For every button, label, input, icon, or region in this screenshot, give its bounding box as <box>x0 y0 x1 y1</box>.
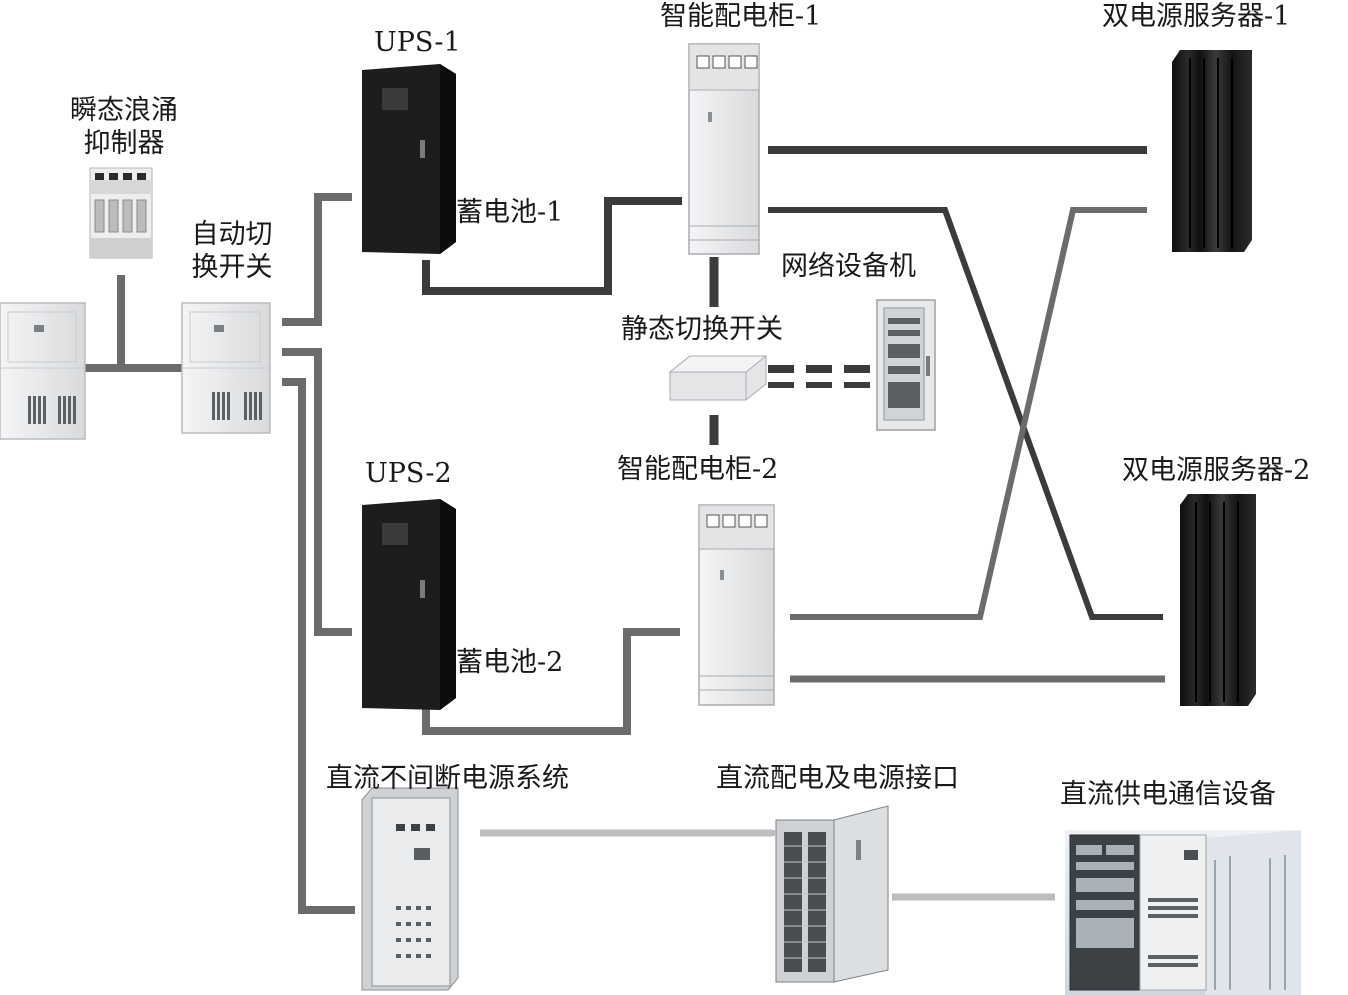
surge-suppressor-label-line2: 抑制器 <box>83 128 165 159</box>
server1-rack <box>1172 50 1252 252</box>
ups1-label: UPS-1 <box>374 27 461 58</box>
network-rack <box>876 299 936 431</box>
line-pdc1-server2 <box>768 207 1163 620</box>
dc-ups-label: 直流不间断电源系统 <box>326 763 569 794</box>
dc-ups-cabinet <box>361 787 459 991</box>
surge-suppressor <box>89 167 153 259</box>
connection-lines <box>85 146 1165 914</box>
dc-communication-equipment <box>1065 830 1301 995</box>
ats-cabinet <box>181 302 271 434</box>
line-ats-ups1 <box>282 193 352 326</box>
dc-dist-cable-stub <box>772 830 776 836</box>
line-pdc2-server1 <box>790 207 1147 620</box>
line-ats-ups2 <box>282 348 352 636</box>
ups1-cabinet <box>362 64 456 254</box>
dc-distribution-cabinet <box>775 805 889 983</box>
surge-suppressor-label-line1: 瞬态浪涌 <box>70 95 178 126</box>
ats-label: 自动切 换开关 <box>172 218 292 284</box>
line-ups1-pdc1 <box>422 197 682 295</box>
line-ups2-pdc2 <box>422 628 680 735</box>
ups2-label: UPS-2 <box>365 458 452 489</box>
static-transfer-switch <box>668 355 768 401</box>
server2-rack <box>1180 494 1256 706</box>
pdc2-cabinet <box>698 504 775 706</box>
transformer-cabinet <box>0 302 86 440</box>
dc-equip-label: 直流供电通信设备 <box>1060 779 1276 810</box>
sts-label: 静态切换开关 <box>621 314 783 345</box>
pdc1-cabinet <box>688 43 760 255</box>
dc-dist-label: 直流配电及电源接口 <box>716 763 959 794</box>
ats-label-line2: 换开关 <box>191 252 273 283</box>
server1-label: 双电源服务器-1 <box>1102 1 1291 32</box>
ats-label-line1: 自动切 <box>191 219 273 250</box>
line-ats-dcups <box>282 378 355 914</box>
server2-label: 双电源服务器-2 <box>1122 455 1311 486</box>
pdc2-label: 智能配电柜-2 <box>617 454 779 485</box>
battery2-label: 蓄电池-2 <box>456 647 564 678</box>
surge-suppressor-label: 瞬态浪涌 抑制器 <box>60 94 188 160</box>
pdc1-label: 智能配电柜-1 <box>660 1 822 32</box>
battery1-label: 蓄电池-1 <box>456 197 564 228</box>
ups2-cabinet <box>362 499 456 710</box>
network-rack-label: 网络设备机 <box>781 251 916 282</box>
